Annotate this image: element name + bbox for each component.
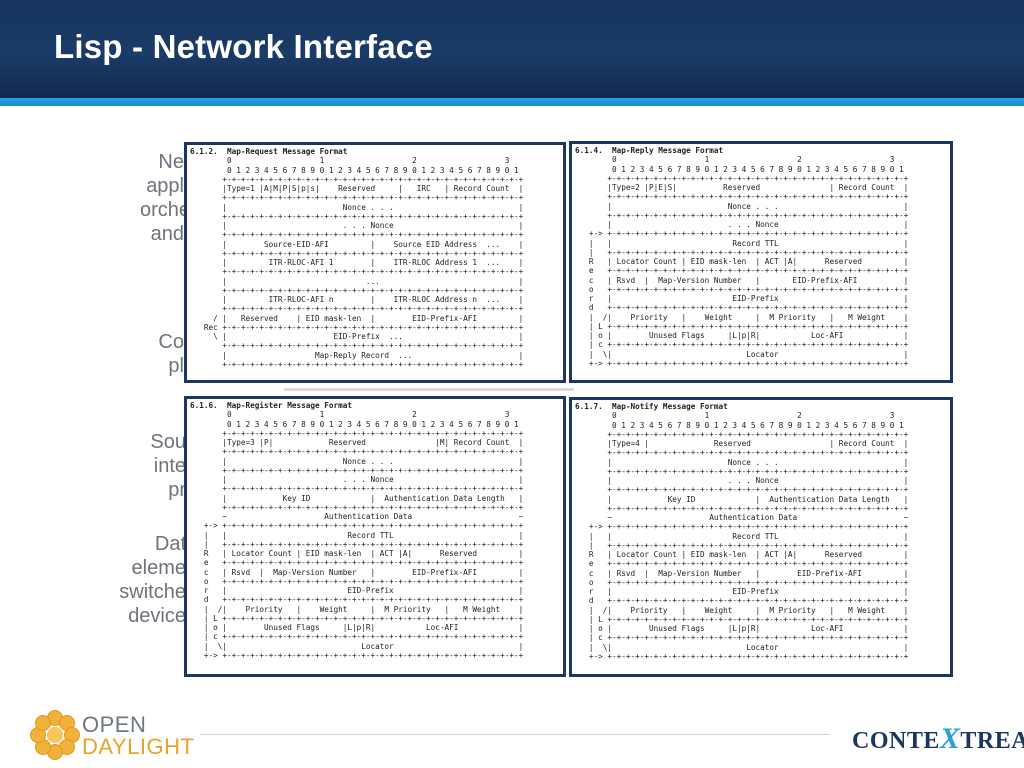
map-register-diagram: 0 1 2 3 0 1 2 3 4 5 6 7 8 9 0 1 2 3 4 5 …	[203, 410, 524, 660]
header-accent-stripe	[0, 98, 1024, 106]
background-text-2: Co pl	[158, 331, 184, 377]
map-notify-panel: 6.1.7. Map-Notify Message Format 0 1 2 3…	[569, 397, 953, 677]
opendaylight-logo: OPEN DAYLIGHT	[30, 710, 210, 766]
map-request-heading: 6.1.2. Map-Request Message Format	[190, 147, 348, 156]
background-text-1: Ne appl orche and	[140, 151, 191, 245]
map-request-diagram: 0 1 2 3 0 1 2 3 4 5 6 7 8 9 0 1 2 3 4 5 …	[203, 156, 524, 369]
map-reply-heading: 6.1.4. Map-Reply Message Format	[575, 146, 724, 155]
map-notify-heading: 6.1.7. Map-Notify Message Format	[575, 402, 728, 411]
contextream-logo: CONTEXTREAM	[852, 718, 1024, 758]
map-notify-diagram: 0 1 2 3 0 1 2 3 4 5 6 7 8 9 0 1 2 3 4 5 …	[588, 411, 909, 661]
background-text-4: Dat eleme switche device	[119, 533, 186, 627]
map-reply-panel: 6.1.4. Map-Reply Message Format 0 1 2 3 …	[569, 141, 953, 383]
opendaylight-logo-line1: OPEN	[82, 712, 147, 737]
map-register-heading: 6.1.6. Map-Register Message Format	[190, 401, 352, 410]
map-request-panel: 6.1.2. Map-Request Message Format 0 1 2 …	[184, 142, 566, 383]
contextream-logo-x: X	[939, 722, 961, 755]
footer-divider	[200, 734, 830, 735]
contextream-logo-part1: CONTE	[852, 728, 940, 754]
opendaylight-logo-line2: DAYLIGHT	[82, 734, 195, 759]
contextream-logo-part2: TREAM	[960, 728, 1024, 754]
slide-title: Lisp - Network Interface	[54, 28, 433, 65]
map-register-panel: 6.1.6. Map-Register Message Format 0 1 2…	[184, 396, 566, 677]
map-reply-diagram: 0 1 2 3 0 1 2 3 4 5 6 7 8 9 0 1 2 3 4 5 …	[588, 155, 909, 368]
background-text-3: Sou inte pr	[150, 431, 186, 501]
daylight-flower-icon	[30, 710, 80, 760]
background-divider	[284, 388, 574, 391]
title-bar: Lisp - Network Interface	[0, 0, 1024, 98]
